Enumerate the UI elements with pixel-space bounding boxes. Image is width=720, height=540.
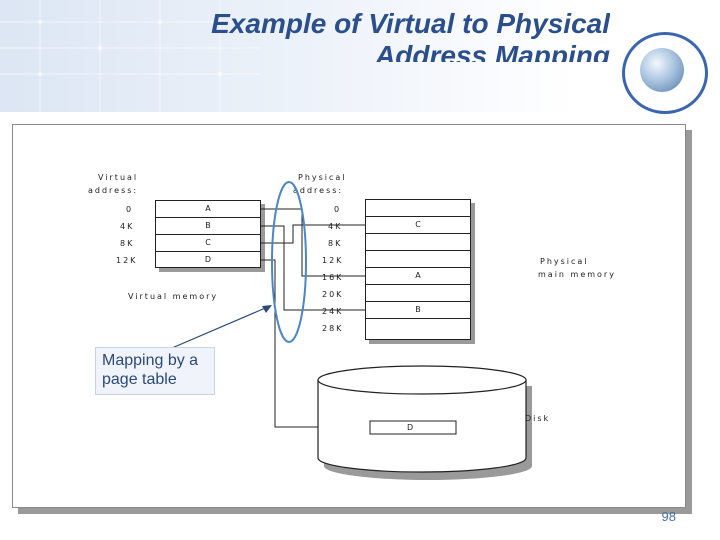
virtual-address-label-line1: Virtual <box>98 173 139 182</box>
physical-address-20k: 20K <box>322 290 344 299</box>
virtual-page-d: D <box>155 251 261 268</box>
physical-memory-label-line1: Physical <box>540 257 589 266</box>
virtual-memory-label: Virtual memory <box>128 292 219 301</box>
page-table-highlight-oval <box>271 181 307 343</box>
decorative-pattern <box>0 0 260 112</box>
physical-address-4k: 4K <box>328 222 343 231</box>
physical-address-28k: 28K <box>322 324 344 333</box>
disk-page-slot <box>369 420 457 435</box>
disk-page-d: D <box>407 423 416 432</box>
physical-frame-a: A <box>365 267 471 285</box>
disk-top <box>317 365 527 395</box>
physical-address-label-line2: address: <box>293 186 344 195</box>
physical-address-0: 0 <box>334 205 342 214</box>
physical-address-8k: 8K <box>328 239 343 248</box>
physical-memory-label-line2: main memory <box>538 270 616 279</box>
physical-frame-7 <box>365 318 471 340</box>
mapping-line-a <box>261 208 365 277</box>
physical-address-12k: 12K <box>322 256 344 265</box>
virtual-address-12k: 12K <box>116 256 138 265</box>
mapping-line-b <box>261 225 365 311</box>
disk-label: Disk <box>525 414 551 423</box>
virtual-address-8k: 8K <box>120 239 135 248</box>
header-background <box>0 0 720 112</box>
slide-title: Example of Virtual to Physical Address M… <box>211 8 610 62</box>
physical-address-24k: 24K <box>322 307 344 316</box>
virtual-address-label-line2: address: <box>88 186 139 195</box>
page-table-callout: Mapping by a page table <box>95 347 215 395</box>
mapping-line-c <box>261 224 365 244</box>
globe-icon <box>640 48 684 92</box>
callout-arrowhead <box>262 305 272 313</box>
physical-address-16k: 16K <box>322 273 344 282</box>
physical-address-label-line1: Physical <box>298 173 347 182</box>
virtual-address-0: 0 <box>126 205 134 214</box>
page-number: 98 <box>661 509 676 524</box>
virtual-address-4k: 4K <box>120 222 135 231</box>
callout-pointer <box>171 305 271 349</box>
